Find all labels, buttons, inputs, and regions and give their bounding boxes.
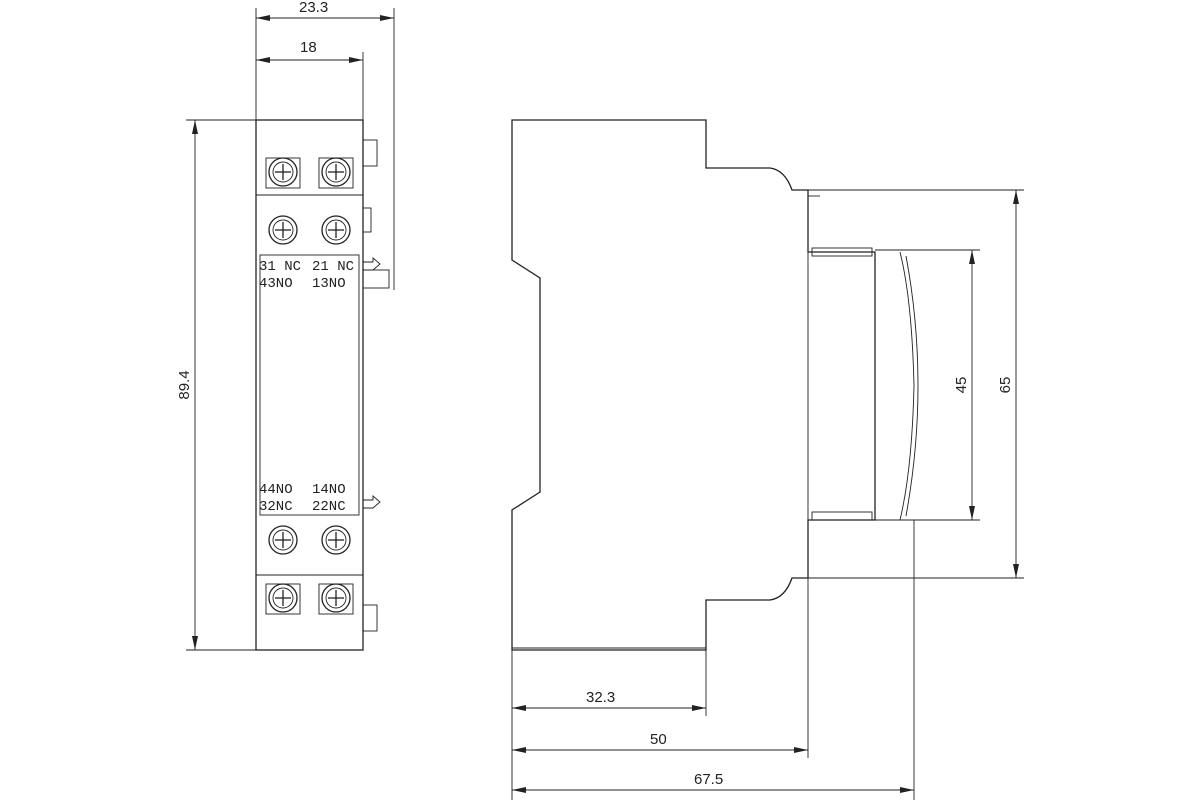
terminal-label: 14NO (312, 482, 346, 498)
terminal-label: 22NC (312, 499, 346, 515)
svg-text:67.5: 67.5 (694, 771, 723, 788)
terminal-label: 13NO (312, 276, 346, 292)
svg-text:18: 18 (300, 39, 317, 56)
screw-top-left-1 (265, 157, 301, 189)
screw-bottom-right-2 (318, 583, 354, 615)
dimension-height-outer: 65 (808, 189, 1024, 579)
screw-top-right-2 (321, 215, 351, 245)
terminal-label: 43NO (259, 276, 293, 292)
terminal-label: 32NC (259, 499, 293, 515)
svg-text:32.3: 32.3 (586, 689, 615, 706)
front-view: 31 NC 21 NC 43NO 13NO 44NO 14NO 32NC 22N… (176, 0, 395, 651)
dimension-depth-total: 67.5 (512, 520, 915, 800)
screw-bottom-left-2 (265, 583, 301, 615)
terminal-label: 21 NC (312, 259, 354, 275)
dimension-height: 89.4 (176, 119, 256, 651)
front-label-window (259, 254, 360, 516)
svg-text:45: 45 (953, 377, 970, 394)
screw-top-left-2 (268, 215, 298, 245)
terminal-label: 44NO (259, 482, 293, 498)
screw-bottom-right-1 (321, 525, 351, 555)
svg-text:23.3: 23.3 (299, 0, 328, 16)
dimension-depth-front: 32.3 (511, 650, 707, 800)
side-profile-outline (511, 119, 876, 651)
front-body-outline (255, 119, 364, 651)
screw-bottom-left-1 (268, 525, 298, 555)
terminal-label: 31 NC (259, 259, 301, 275)
svg-text:65: 65 (997, 377, 1014, 394)
dimension-depth-mid: 50 (512, 578, 809, 758)
dimension-width-total: 23.3 (255, 0, 395, 290)
screw-top-right-1 (318, 157, 354, 189)
side-view: 32.3 50 67.5 45 (511, 119, 1024, 800)
svg-text:89.4: 89.4 (176, 370, 193, 399)
dimension-width-body: 18 (256, 39, 364, 120)
svg-text:50: 50 (650, 731, 667, 748)
dimension-height-inner: 45 (875, 249, 980, 521)
